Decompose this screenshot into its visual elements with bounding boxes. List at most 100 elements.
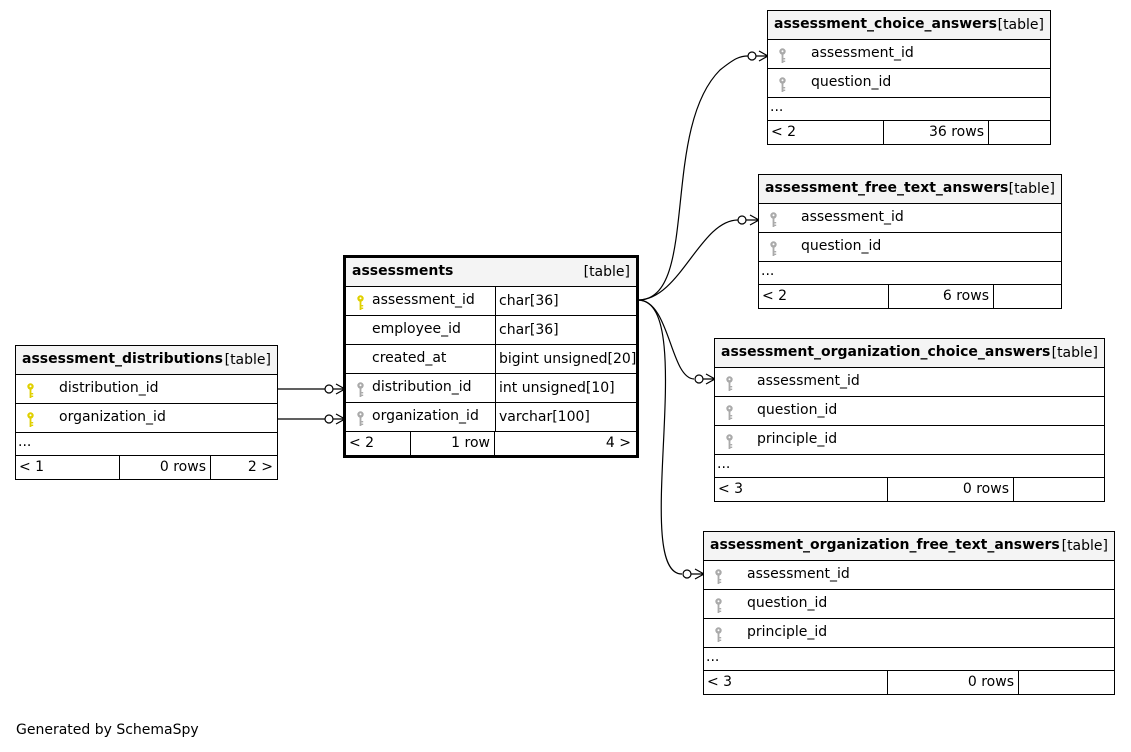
column-type: int unsigned[10] <box>495 374 615 402</box>
table-name[interactable]: assessment_distributions <box>22 351 223 367</box>
table-assessment-free-text-answers[interactable]: assessment_free_text_answers [table] ass… <box>758 174 1062 309</box>
column-row[interactable]: principle_id <box>715 426 1104 455</box>
fk-key-icon <box>778 48 787 68</box>
column-name[interactable]: assessment_id <box>757 373 860 389</box>
children-count[interactable]: 4 > <box>605 435 631 451</box>
column-name[interactable]: question_id <box>747 595 828 611</box>
parents-count[interactable]: < 2 <box>768 121 884 144</box>
table-kind: [table] <box>1008 181 1055 197</box>
fk-key-icon <box>714 598 723 618</box>
column-row[interactable]: organization_id varchar[100] <box>346 403 636 432</box>
table-assessments[interactable]: assessments [table] assessment_id char[3… <box>343 255 639 458</box>
column-name[interactable]: question_id <box>757 402 838 418</box>
table-assessment-organization-free-text-answers[interactable]: assessment_organization_free_text_answer… <box>703 531 1115 695</box>
row-count: 0 rows <box>888 671 1019 694</box>
fk-key-icon <box>769 212 778 232</box>
fk-key-icon <box>356 382 365 402</box>
parents-count[interactable]: < 2 <box>346 432 411 455</box>
table-footer: < 1 0 rows 2 > <box>16 456 277 479</box>
column-name[interactable]: organization_id <box>59 409 166 425</box>
column-name[interactable]: assessment_id <box>372 292 475 308</box>
column-row[interactable]: created_at bigint unsigned[20] <box>346 345 636 374</box>
parents-count[interactable]: < 1 <box>16 456 120 479</box>
column-type: varchar[100] <box>495 403 590 431</box>
table-name[interactable]: assessments <box>352 263 454 279</box>
fk-key-icon <box>725 405 734 425</box>
more-columns: ... <box>768 98 1050 121</box>
parents-count[interactable]: < 2 <box>759 285 889 308</box>
column-row[interactable]: question_id <box>768 69 1050 98</box>
table-footer: < 2 6 rows <box>759 285 1061 308</box>
column-row[interactable]: question_id <box>704 590 1114 619</box>
parents-count[interactable]: < 3 <box>704 671 888 694</box>
fk-key-icon <box>725 376 734 396</box>
fk-key-icon <box>356 411 365 431</box>
table-header: assessments [table] <box>346 258 636 287</box>
column-row[interactable]: employee_id char[36] <box>346 316 636 345</box>
table-footer: < 3 0 rows <box>715 478 1104 501</box>
edge-free-text-answers <box>637 214 761 301</box>
column-row[interactable]: assessment_id <box>768 40 1050 69</box>
children-count <box>994 285 1061 308</box>
edge-org-free-text-answers <box>637 299 706 580</box>
table-kind: [table] <box>583 264 630 280</box>
table-name[interactable]: assessment_free_text_answers <box>765 180 1009 196</box>
column-name[interactable]: employee_id <box>372 321 461 337</box>
table-header: assessment_distributions [table] <box>16 346 277 375</box>
column-row[interactable]: question_id <box>715 397 1104 426</box>
table-kind: [table] <box>1051 345 1098 361</box>
column-row[interactable]: principle_id <box>704 619 1114 648</box>
fk-key-icon <box>714 627 723 647</box>
table-assessment-distributions[interactable]: assessment_distributions [table] distrib… <box>15 345 278 480</box>
column-name[interactable]: question_id <box>801 238 882 254</box>
table-assessment-organization-choice-answers[interactable]: assessment_organization_choice_answers [… <box>714 338 1105 502</box>
table-footer: < 2 1 row 4 > <box>346 432 636 455</box>
column-row[interactable]: question_id <box>759 233 1061 262</box>
table-kind: [table] <box>224 352 271 368</box>
column-name[interactable]: created_at <box>372 350 447 366</box>
children-count <box>989 121 1050 144</box>
column-row[interactable]: assessment_id <box>704 561 1114 590</box>
column-row[interactable]: distribution_id <box>16 375 277 404</box>
column-name[interactable]: distribution_id <box>59 380 159 396</box>
edge-org-choice-answers <box>637 299 717 385</box>
column-type: char[36] <box>495 316 559 344</box>
column-name[interactable]: principle_id <box>747 624 828 640</box>
table-footer: < 2 36 rows <box>768 121 1050 144</box>
table-name[interactable]: assessment_choice_answers <box>774 16 997 32</box>
column-row[interactable]: assessment_id <box>759 204 1061 233</box>
column-name[interactable]: question_id <box>811 74 892 90</box>
table-name[interactable]: assessment_organization_free_text_answer… <box>710 537 1060 553</box>
column-name[interactable]: assessment_id <box>747 566 850 582</box>
parents-count[interactable]: < 3 <box>715 478 888 501</box>
children-count[interactable]: 2 > <box>247 459 273 475</box>
edge-distribution-id <box>278 383 347 395</box>
table-name[interactable]: assessment_organization_choice_answers <box>721 344 1051 360</box>
row-count: 36 rows <box>884 121 989 144</box>
row-count: 1 row <box>411 432 495 455</box>
fk-key-icon <box>778 77 787 97</box>
pk-key-icon <box>356 295 365 315</box>
more-columns: ... <box>759 262 1061 285</box>
table-header: assessment_free_text_answers [table] <box>759 175 1061 204</box>
column-row[interactable]: organization_id <box>16 404 277 433</box>
column-name[interactable]: assessment_id <box>811 45 914 61</box>
row-count: 6 rows <box>889 285 994 308</box>
more-columns: ... <box>715 455 1104 478</box>
table-footer: < 3 0 rows <box>704 671 1114 694</box>
generated-by-credit: Generated by SchemaSpy <box>16 722 199 738</box>
column-row[interactable]: distribution_id int unsigned[10] <box>346 374 636 403</box>
column-name[interactable]: assessment_id <box>801 209 904 225</box>
column-row[interactable]: assessment_id <box>715 368 1104 397</box>
column-name[interactable]: principle_id <box>757 431 838 447</box>
table-header: assessment_organization_free_text_answer… <box>704 532 1114 561</box>
column-name[interactable]: organization_id <box>372 408 479 424</box>
column-row[interactable]: assessment_id char[36] <box>346 287 636 316</box>
column-name[interactable]: distribution_id <box>372 379 472 395</box>
table-kind: [table] <box>997 17 1044 33</box>
fk-key-icon <box>714 569 723 589</box>
table-assessment-choice-answers[interactable]: assessment_choice_answers [table] assess… <box>767 10 1051 145</box>
children-count <box>1014 478 1104 501</box>
row-count: 0 rows <box>120 456 211 479</box>
